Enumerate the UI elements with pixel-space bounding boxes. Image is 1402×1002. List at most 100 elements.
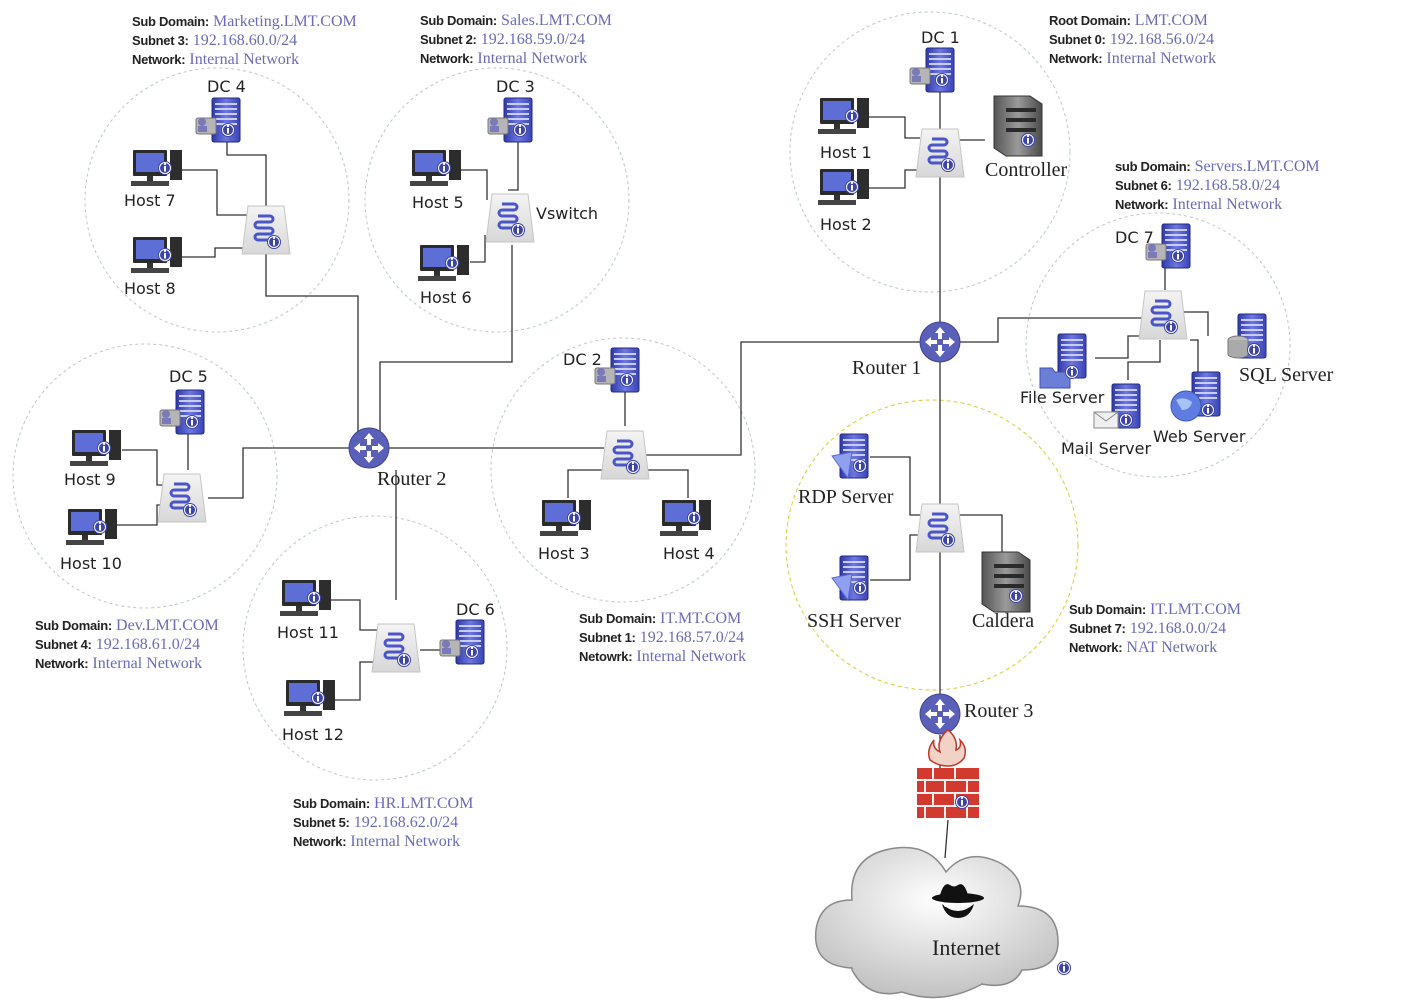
rdp-server-node[interactable] [832, 434, 868, 478]
dc-5-node[interactable] [160, 390, 204, 434]
internet-cloud[interactable] [814, 846, 1072, 999]
dc-4-label: DC 4 [207, 77, 246, 96]
info-value: 192.168.60.0/24 [192, 32, 298, 49]
host-12-label: Host 12 [282, 725, 344, 744]
info-key: Subnet 5: [293, 815, 350, 830]
info-key: Subnet 6: [1115, 178, 1172, 193]
ssh-server-label: SSH Server [807, 610, 901, 632]
host-6-node[interactable] [418, 245, 469, 281]
host-9-label: Host 9 [64, 470, 116, 489]
sql-server-label: SQL Server [1239, 364, 1334, 386]
host-2-node[interactable] [818, 169, 869, 205]
network-links [117, 60, 1209, 859]
router-1-label: Router 1 [852, 357, 922, 379]
zone-hr [242, 515, 508, 781]
zone-boundaries [12, 11, 1291, 781]
info-key: Network: [1049, 51, 1103, 66]
info-key: Subnet 3: [132, 33, 189, 48]
info-key: Sub Domain: [132, 14, 209, 29]
host-10-node[interactable] [66, 509, 117, 545]
info-sales: Sub Domain: Sales.LMT.COM Subnet 2: 192.… [420, 11, 612, 68]
info-value: 192.168.56.0/24 [1109, 31, 1215, 48]
mail-server-node[interactable] [1093, 383, 1141, 429]
dc-3-label: DC 3 [496, 77, 535, 96]
hacker-icon [932, 884, 984, 918]
router-3-label: Router 3 [964, 700, 1034, 722]
info-key: Subnet 1: [579, 630, 636, 645]
firewall-node[interactable] [917, 729, 979, 818]
info-value: Internal Network [1172, 196, 1283, 213]
info-value: Internal Network [1106, 50, 1217, 67]
dc-3-node[interactable] [488, 98, 532, 142]
host-7-node[interactable] [131, 150, 182, 186]
router-2-label: Router 2 [377, 468, 447, 490]
router-3-node[interactable] [919, 693, 961, 735]
host-6-label: Host 6 [420, 288, 472, 307]
info-key: Subnet 7: [1069, 621, 1126, 636]
info-value: Sales.LMT.COM [501, 12, 612, 29]
host-1-label: Host 1 [820, 143, 872, 162]
info-marketing: Sub Domain: Marketing.LMT.COM Subnet 3: … [132, 12, 357, 69]
info-key: Netowrk: [579, 649, 633, 664]
dc-4-node[interactable] [196, 98, 240, 142]
controller-node[interactable] [994, 96, 1042, 156]
dc-1-node[interactable] [910, 48, 954, 92]
info-value: 192.168.58.0/24 [1175, 177, 1281, 194]
zone-it1 [490, 337, 756, 603]
caldera-label: Caldera [972, 610, 1035, 632]
info-key: Sub Domain: [579, 611, 656, 626]
zone-root [789, 11, 1071, 293]
info-it7: Sub Domain: IT.LMT.COM Subnet 7: 192.168… [1069, 600, 1241, 657]
info-key: Network: [132, 52, 186, 67]
info-it1: Sub Domain: IT.MT.COM Subnet 1: 192.168.… [579, 609, 746, 666]
router-2-node[interactable] [348, 427, 390, 469]
switch-dev[interactable] [158, 474, 206, 522]
switch-it1[interactable] [601, 431, 649, 479]
host-9-node[interactable] [70, 430, 121, 466]
host-2-label: Host 2 [820, 215, 872, 234]
info-value: Internal Network [636, 648, 747, 665]
host-11-node[interactable] [280, 580, 331, 616]
zone-marketing [84, 67, 350, 333]
file-server-node[interactable] [1039, 333, 1087, 389]
zone-it7 [785, 399, 1079, 691]
info-value: 192.168.57.0/24 [639, 629, 745, 646]
switch-marketing[interactable] [242, 206, 290, 254]
vswitch-sales[interactable] [486, 194, 534, 242]
switch-root[interactable] [916, 129, 964, 177]
info-value: Dev.LMT.COM [116, 617, 219, 634]
mail-server-label: Mail Server [1061, 439, 1152, 458]
info-value: 192.168.0.0/24 [1129, 620, 1227, 637]
host-7-label: Host 7 [124, 191, 176, 210]
host-8-node[interactable] [131, 237, 182, 273]
host-8-label: Host 8 [124, 279, 176, 298]
host-12-node[interactable] [284, 680, 335, 716]
host-3-node[interactable] [540, 500, 591, 536]
switch-hr[interactable] [372, 624, 420, 672]
info-key: Sub Domain: [420, 13, 497, 28]
host-4-node[interactable] [660, 500, 711, 536]
info-value: Internal Network [189, 51, 300, 68]
info-dev: Sub Domain: Dev.LMT.COM Subnet 4: 192.16… [35, 616, 219, 673]
info-value: 192.168.59.0/24 [480, 31, 586, 48]
web-server-label: Web Server [1153, 427, 1246, 446]
switch-servers[interactable] [1139, 291, 1187, 339]
info-key: Network: [420, 51, 474, 66]
host-5-node[interactable] [410, 150, 461, 186]
web-server-node[interactable] [1170, 371, 1221, 422]
host-1-node[interactable] [818, 98, 869, 134]
host-4-label: Host 4 [663, 544, 715, 563]
info-value: IT.LMT.COM [1150, 601, 1241, 618]
caldera-node[interactable] [982, 552, 1030, 612]
dc-6-node[interactable] [440, 620, 484, 664]
router-1-node[interactable] [919, 321, 961, 363]
dc-1-label: DC 1 [921, 28, 960, 47]
ssh-server-node[interactable] [832, 556, 868, 600]
dc-5-label: DC 5 [169, 367, 208, 386]
info-value: IT.MT.COM [660, 610, 742, 627]
sql-server-node[interactable] [1227, 313, 1267, 359]
info-value: NAT Network [1126, 639, 1218, 656]
switch-it7[interactable] [916, 504, 964, 552]
info-value: HR.LMT.COM [374, 795, 474, 812]
